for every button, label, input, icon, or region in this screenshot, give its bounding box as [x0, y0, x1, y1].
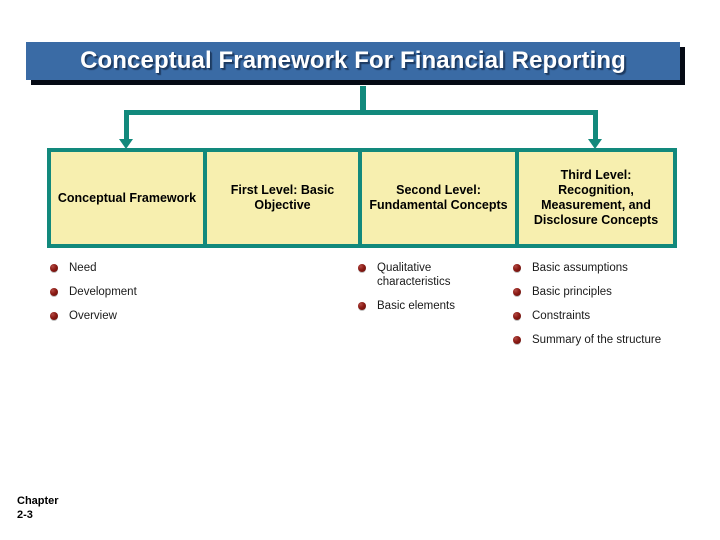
- page-title: Conceptual Framework For Financial Repor…: [80, 47, 626, 74]
- list-item: Development: [47, 285, 197, 299]
- bullet-dot-icon: [50, 264, 58, 272]
- bullet-column-group: Need Development Overview Qualitative ch…: [47, 261, 687, 441]
- bullet-dot-icon: [358, 302, 366, 310]
- bullet-dot-icon: [50, 288, 58, 296]
- bullet-dot-icon: [513, 312, 521, 320]
- title-plate: Conceptual Framework For Financial Repor…: [26, 42, 680, 80]
- list-item: Basic assumptions: [510, 261, 670, 275]
- connector-horizontal-bar: [124, 110, 598, 115]
- header-box-second-level: Second Level: Fundamental Concepts: [362, 152, 515, 244]
- header-divider-3: [515, 152, 519, 244]
- header-box-row: Conceptual Framework First Level: Basic …: [47, 148, 677, 248]
- list-item: Need: [47, 261, 197, 275]
- list-item-label: Constraints: [532, 310, 591, 322]
- list-item: Basic principles: [510, 285, 670, 299]
- bullet-dot-icon: [513, 288, 521, 296]
- list-item: Overview: [47, 309, 197, 323]
- chapter-number: 2-3: [17, 509, 33, 521]
- arrow-down-right-icon: [588, 139, 602, 149]
- connector-drop-left: [124, 110, 129, 140]
- list-item-label: Development: [69, 286, 137, 298]
- list-item-label: Basic assumptions: [532, 262, 628, 274]
- bullet-dot-icon: [513, 264, 521, 272]
- chapter-word: Chapter: [17, 495, 59, 507]
- list-item: Summary of the structure: [510, 333, 670, 347]
- list-item: Constraints: [510, 309, 670, 323]
- header-box-third-level: Third Level: Recognition, Measurement, a…: [519, 152, 673, 244]
- slide-title-banner: Conceptual Framework For Financial Repor…: [26, 42, 685, 85]
- header-divider-2: [358, 152, 362, 244]
- bullet-column-third-level: Basic assumptions Basic principles Const…: [510, 261, 670, 357]
- header-divider-1: [203, 152, 207, 244]
- list-item: Basic elements: [355, 299, 505, 313]
- list-item-label: Basic elements: [377, 300, 455, 312]
- bullet-column-second-level: Qualitative characteristics Basic elemen…: [355, 261, 505, 323]
- bullet-column-conceptual-framework: Need Development Overview: [47, 261, 197, 333]
- list-item-label: Summary of the structure: [532, 334, 662, 346]
- bullet-dot-icon: [358, 264, 366, 272]
- list-item-label: Basic principles: [532, 286, 612, 298]
- bullet-dot-icon: [50, 312, 58, 320]
- list-item-label: Overview: [69, 310, 117, 322]
- list-item: Qualitative characteristics: [355, 261, 505, 289]
- chapter-label: Chapter 2-3: [17, 494, 59, 522]
- header-box-first-level: First Level: Basic Objective: [207, 152, 358, 244]
- connector-drop-right: [593, 110, 598, 140]
- connector-stem: [360, 86, 366, 114]
- list-item-label: Qualitative characteristics: [377, 262, 451, 288]
- arrow-down-left-icon: [119, 139, 133, 149]
- bullet-dot-icon: [513, 336, 521, 344]
- header-box-conceptual-framework: Conceptual Framework: [51, 152, 203, 244]
- list-item-label: Need: [69, 262, 97, 274]
